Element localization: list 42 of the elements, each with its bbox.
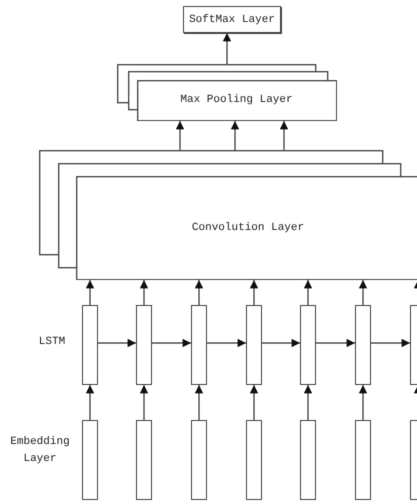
- row-label: LSTM: [38, 335, 66, 350]
- arrow: [250, 280, 258, 305]
- arrow: [371, 338, 410, 348]
- layer-name: Convolution Layer: [192, 222, 304, 234]
- arrow: [316, 338, 355, 348]
- arrow: [86, 385, 94, 420]
- arrow: [194, 385, 204, 420]
- arrow: [176, 121, 184, 150]
- embedding-vector-box: [300, 420, 316, 500]
- arrow: [222, 33, 232, 64]
- arrow: [358, 280, 368, 305]
- arrow: [250, 385, 258, 420]
- arrow: [280, 121, 288, 150]
- arrow: [194, 280, 204, 305]
- stacked-layer-box: [39, 150, 417, 280]
- arrow: [86, 280, 94, 305]
- lstm-cell: [82, 305, 98, 385]
- arrow: [262, 338, 300, 348]
- arrow: [207, 338, 246, 348]
- lstm-cell: [191, 305, 207, 385]
- layer-name: Max Pooling Layer: [180, 94, 293, 106]
- embedding-vector-box: [136, 420, 152, 500]
- embedding-vector-box: [82, 420, 98, 500]
- lstm-cell: [136, 305, 152, 385]
- row-label: Embedding Layer: [9, 435, 71, 466]
- lstm-cell: [246, 305, 262, 385]
- layer-box: [183, 6, 281, 33]
- embedding-vector-box: [191, 420, 207, 500]
- arrow: [304, 385, 312, 420]
- arrow: [98, 338, 136, 348]
- layer-name: SoftMax Layer: [189, 14, 275, 26]
- arrow: [304, 280, 312, 305]
- embedding-vector-box: [355, 420, 371, 500]
- embedding-vector-box: [246, 420, 262, 500]
- lstm-cell: [355, 305, 371, 385]
- arrow: [140, 280, 148, 305]
- arrow: [140, 385, 148, 420]
- arrow: [230, 121, 240, 150]
- stacked-layer-box: [117, 64, 337, 121]
- lstm-cell: [300, 305, 316, 385]
- arrow: [152, 338, 191, 348]
- arrow: [358, 385, 368, 420]
